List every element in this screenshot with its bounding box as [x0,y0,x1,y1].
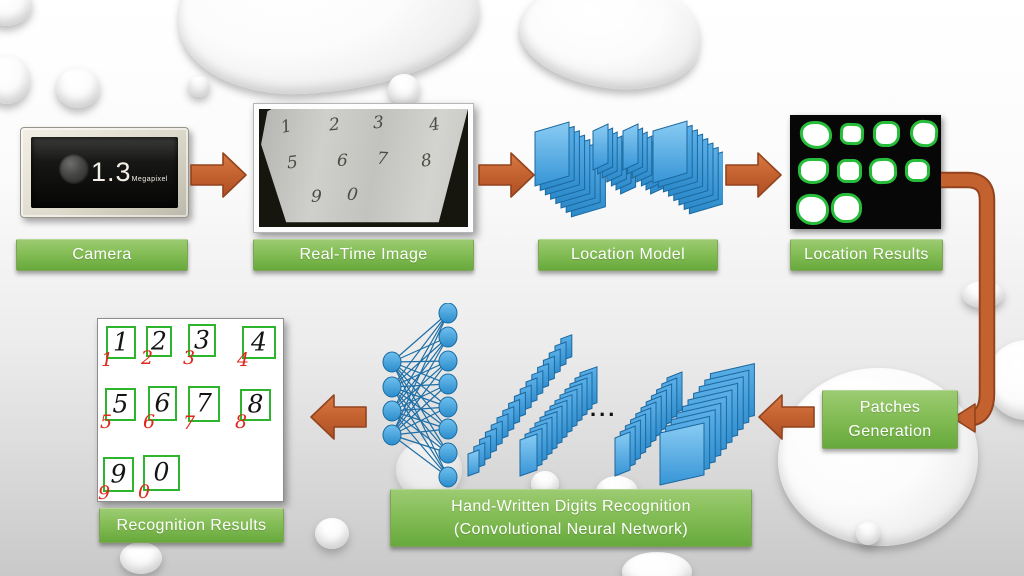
ellipsis-text: ... [590,396,618,421]
camera-device-image: 1.3Megapixel [20,127,189,218]
detected-digit-blob [909,119,939,148]
cnn-layers-graphic [467,334,755,486]
flow-arrow-left-1 [758,394,815,440]
handwritten-digit: 3 [372,112,385,134]
neural-network-graphic [382,303,458,488]
paper-sheet [261,109,468,223]
detected-digit-blob [839,122,865,146]
camera-megapixel-text: 1.3Megapixel [91,157,168,187]
flow-arrow-right-1 [190,152,247,198]
camera-panel: 1.3Megapixel [31,137,178,208]
detected-digit-blob [873,121,900,147]
flow-arrow-right-3 [725,152,782,198]
bubble-top-bean [514,0,706,99]
camera-lens-icon [59,154,89,184]
flow-arrow-elbow-down [941,171,996,433]
handwritten-digit: 5 [285,152,299,174]
detected-digit-blob [799,120,833,150]
location-model-layers-graphic [534,120,723,218]
detected-digit-blob [795,193,830,226]
bubble-top-large [172,0,484,103]
label-realtime-image: Real-Time Image [253,239,474,271]
detected-digit-blob [831,193,862,223]
location-results-image [790,115,941,229]
handwritten-digit: 7 [376,148,389,170]
handwritten-digit: 6 [337,151,348,171]
bubble-small-1 [56,68,100,108]
detected-digit-blob [837,159,862,183]
label-cnn: Hand-Written Digits Recognition (Convolu… [390,489,752,547]
bubble-left-edge [0,56,30,104]
label-location-model: Location Model [538,239,718,271]
handwritten-digit: 0 [345,184,359,206]
bubble-small-2 [188,76,210,97]
realtime-image: 1 2 3 4 5 6 7 8 9 0 [253,103,474,233]
detected-digit-blob [905,159,930,182]
bubble-topleft-corner [0,0,32,26]
handwritten-digit: 2 [328,114,341,136]
bubble-small-5 [315,518,349,549]
bubble-bottom-2 [622,552,692,576]
handwritten-digit: 9 [311,187,322,207]
label-patches-generation: Patches Generation [822,390,958,449]
realtime-photo: 1 2 3 4 5 6 7 8 9 0 [259,109,468,227]
label-camera: Camera [16,239,188,271]
bubble-small-4 [856,522,880,545]
detected-digit-blob [798,158,829,184]
flow-arrow-right-2 [478,152,535,198]
detected-digit-blob [868,157,898,185]
flow-arrow-left-2 [310,394,367,440]
label-location-results: Location Results [790,239,943,271]
bubble-bottom-1 [120,542,162,574]
bubble-small-3 [388,74,420,105]
label-recognition-results: Recognition Results [99,508,284,543]
handwritten-digit: 8 [419,150,434,172]
